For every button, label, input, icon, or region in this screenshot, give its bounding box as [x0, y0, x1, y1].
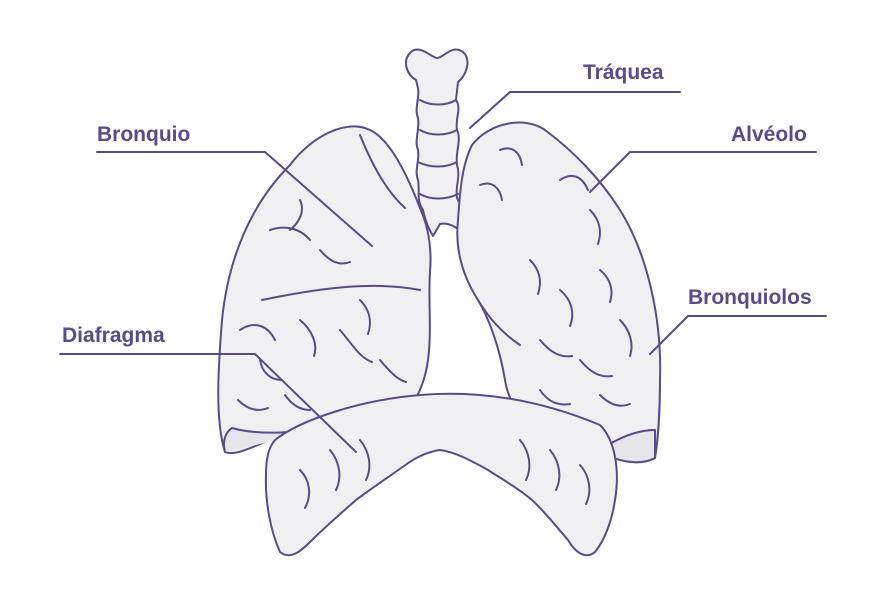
diaphragm — [264, 392, 618, 557]
label-alveolo: Alvéolo — [731, 123, 807, 146]
leader-diafragma — [59, 353, 357, 453]
lung-right-side — [456, 121, 662, 464]
leader-alveolo — [589, 151, 817, 193]
label-diafragma: Diafragma — [62, 324, 165, 347]
leader-traquea — [469, 91, 681, 129]
label-bronquio: Bronquio — [97, 123, 191, 146]
leader-bronquiolos — [649, 315, 827, 355]
leader-bronquio — [96, 151, 373, 247]
label-traquea: Tráquea — [583, 61, 664, 84]
label-bronquiolos: Bronquiolos — [688, 286, 812, 309]
